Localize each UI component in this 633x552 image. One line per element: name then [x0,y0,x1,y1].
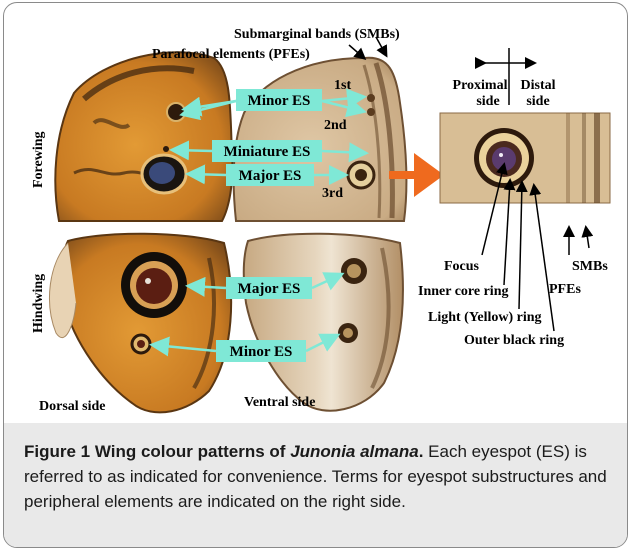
smbs-label: SMBs [572,259,608,274]
order-2nd: 2nd [324,118,347,133]
minor-es-fore-label: Minor ES [248,93,311,109]
minor-es-hind-label: Minor ES [230,344,293,360]
order-3rd: 3rd [322,186,343,201]
forewing-dorsal [55,52,232,221]
order-1st: 1st [334,78,351,93]
pfes-label: PFEs [549,282,581,297]
hindwing-ventral [244,234,403,411]
outer-black-ring-label: Outer black ring [464,333,564,348]
figure-caption: Figure 1 Wing colour patterns of Junonia… [24,439,614,514]
figure-image: Minor ES Miniature ES Major ES Major ES … [4,3,628,423]
focus-label: Focus [444,259,480,274]
smb-label: Submarginal bands (SMBs) [234,27,400,42]
figure-card: Minor ES Miniature ES Major ES Major ES … [3,2,628,548]
major-es-hind-label: Major ES [238,281,301,297]
proximal-label: Proximal [453,78,508,93]
light-yellow-ring-label: Light (Yellow) ring [428,310,542,325]
proximal-side-label: side [476,94,499,109]
detail-inset [440,113,610,203]
inner-core-ring-label: Inner core ring [418,284,508,299]
forewing-label: Forewing [31,131,46,188]
miniature-es-label: Miniature ES [224,144,311,160]
pfe-label: Parafocal elements (PFEs) [152,47,310,62]
species-name: Junonia almana [290,442,418,461]
caption-title: Figure 1 Wing colour patterns of Junonia… [24,442,423,461]
distal-side-label: side [526,94,549,109]
caption-area: Figure 1 Wing colour patterns of Junonia… [4,423,628,548]
ventral-side-label: Ventral side [244,395,315,410]
major-es-fore-label: Major ES [239,168,302,184]
dorsal-side-label: Dorsal side [39,399,106,414]
distal-label: Distal [521,78,556,93]
wing-pattern-illustration: Minor ES Miniature ES Major ES Major ES … [4,3,628,423]
hindwing-dorsal [50,234,232,413]
hindwing-label: Hindwing [31,274,46,333]
forewing-ventral [234,58,407,221]
